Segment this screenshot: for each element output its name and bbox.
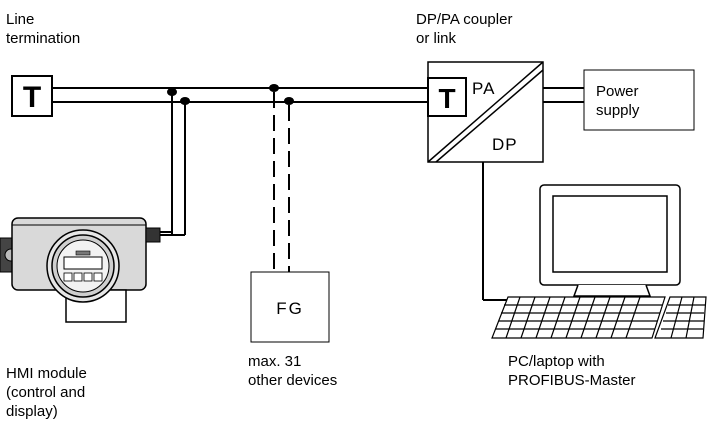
power-cable — [543, 87, 584, 103]
pa-bus-line — [52, 87, 428, 103]
pc-monitor-icon — [539, 184, 681, 297]
coupler-label: DP/PA coupler or link — [416, 11, 513, 47]
dashed-drop-cable — [273, 92, 290, 272]
line-termination-left: T — [11, 75, 53, 117]
dp-cable — [482, 162, 510, 301]
coupler-box: T PA DP — [427, 61, 544, 163]
field-device-label: FG — [276, 299, 304, 318]
field-device-box: FG — [250, 271, 330, 343]
termination-letter: T — [23, 81, 41, 114]
bus-junction-dots — [167, 84, 294, 105]
hmi-cable-gland — [145, 227, 161, 243]
coupler-dp-label: DP — [492, 135, 518, 154]
power-supply-box — [583, 69, 695, 131]
other-devices-label: max. 31 other devices — [248, 353, 338, 389]
power-supply-label: Power supply — [596, 83, 640, 119]
coupler-pa-label: PA — [472, 79, 495, 98]
hmi-module-label: HMI module (control and display) — [6, 365, 87, 420]
line-termination-label: Line termination — [6, 11, 81, 47]
pc-laptop-label: PC/laptop with PROFIBUS-Master — [508, 353, 636, 389]
coupler-termination-letter: T — [438, 83, 455, 114]
hmi-device-icon — [0, 217, 161, 323]
pc-keyboard-icon — [491, 296, 707, 339]
hmi-drop-cable — [160, 93, 186, 236]
coupler-termination — [427, 77, 467, 117]
